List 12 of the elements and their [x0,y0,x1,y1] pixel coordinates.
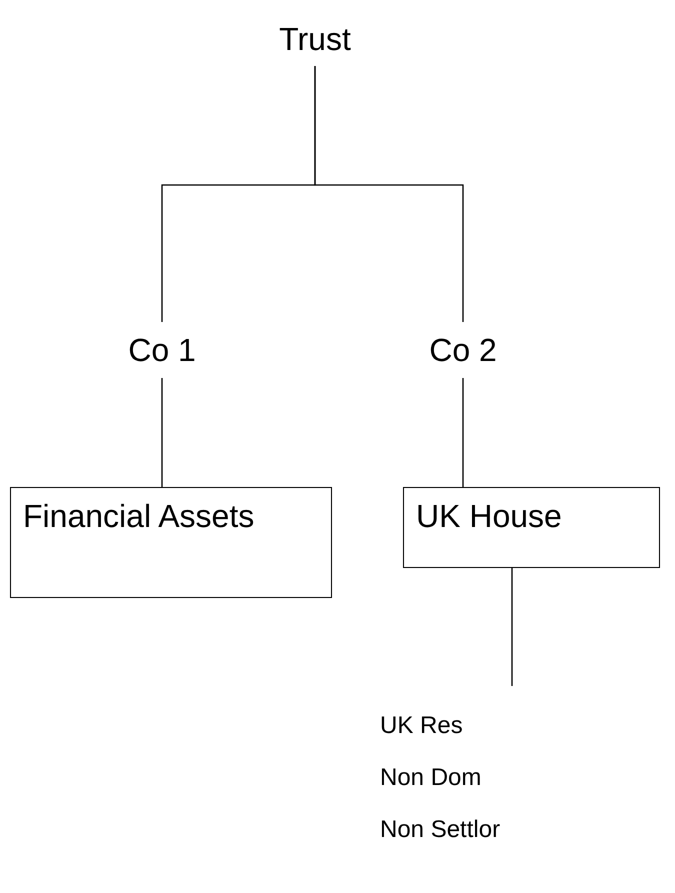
entity-label: Co 2 [429,331,497,369]
connector-line [161,378,163,487]
connector-line [314,66,464,322]
status-label: Non Dom [380,764,482,792]
status-label: Non Settlor [380,816,500,844]
entity-label: Co 1 [128,331,196,369]
connector-line [511,568,513,686]
status-label: UK Res [380,712,463,740]
asset-box: UK House [403,487,660,568]
connector-line [462,378,464,487]
entity-label: Trust [279,20,351,58]
asset-box: Financial Assets [10,487,332,598]
